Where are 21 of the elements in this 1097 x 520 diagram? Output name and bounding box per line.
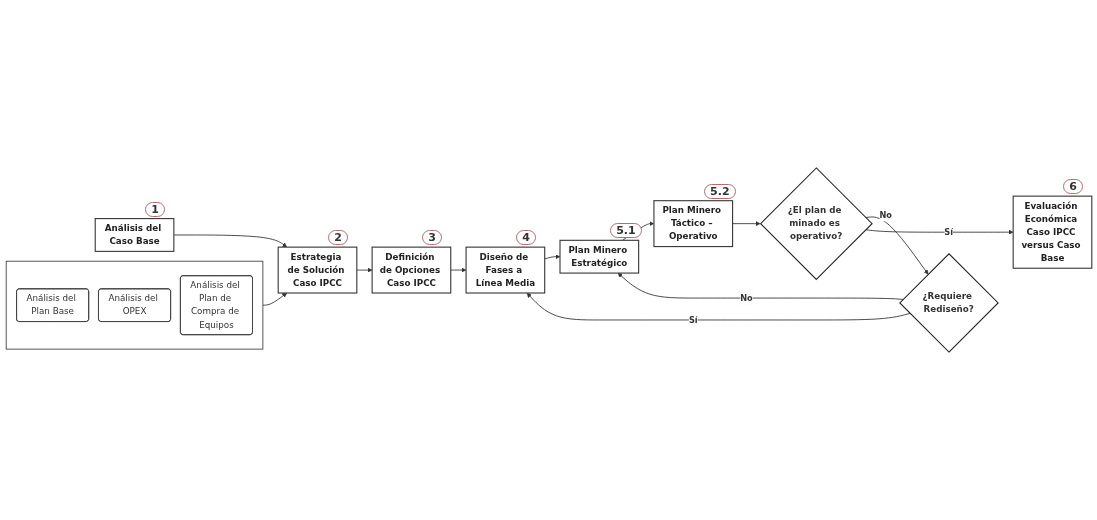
node-box: Plan Minero Estratégico — [558, 239, 639, 274]
step-number: 5.2 — [704, 183, 736, 199]
edge-label: No — [739, 293, 753, 303]
node-box: Definición de Opciones Caso IPCC — [371, 246, 451, 294]
edge-label: Sí — [943, 227, 953, 237]
edge-label: No — [878, 210, 892, 220]
step-number: 2 — [328, 230, 348, 246]
node-diamond: ¿El plan de minado es operativo? — [759, 167, 873, 281]
node-box: Plan Minero Táctico – Operativo — [652, 200, 733, 248]
cluster — [5, 260, 263, 350]
step-number: 6 — [1063, 179, 1083, 195]
step-number: 1 — [145, 201, 165, 217]
node-diamond: ¿Requiere Rediseño? — [898, 252, 999, 353]
step-number: 5.1 — [610, 223, 642, 239]
step-number: 3 — [422, 230, 442, 246]
step-number: 4 — [516, 230, 536, 246]
node-box: Diseño de Fases a Línea Media — [465, 246, 545, 294]
node-box: Estrategia de Solución Caso IPCC — [277, 246, 357, 294]
node-box: Evaluación Económica Caso IPCC versus Caso Base — [1012, 195, 1092, 269]
node-box: Análisis del Caso Base — [94, 218, 174, 252]
edge-label: Sí — [688, 314, 698, 325]
